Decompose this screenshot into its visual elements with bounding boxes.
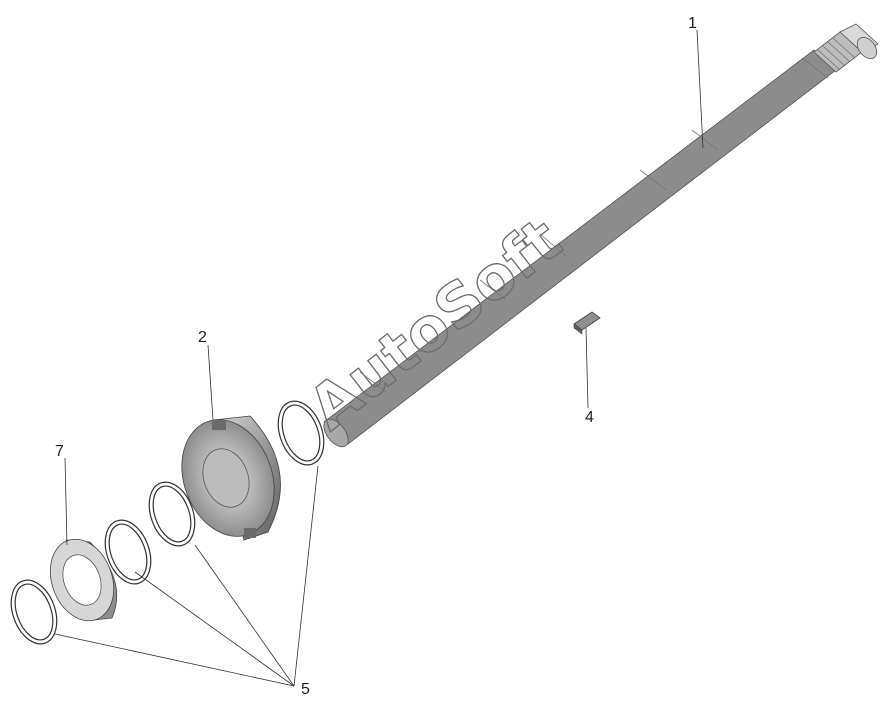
snap-ring-4: [277, 400, 325, 466]
callout-2: 2: [198, 329, 207, 346]
key: [573, 311, 601, 335]
snap-ring-1: [10, 579, 58, 645]
leader-lines: [54, 29, 704, 687]
callout-1: 1: [688, 15, 697, 32]
gear-hub: [181, 415, 281, 541]
snap-ring-3: [148, 481, 196, 547]
callout-4: 4: [585, 409, 594, 426]
watermark-text: AutoSoft: [296, 205, 574, 444]
callout-7: 7: [55, 443, 64, 460]
shaft: [323, 23, 879, 448]
snap-ring-2: [104, 519, 152, 585]
callout-5: 5: [301, 681, 310, 698]
washer: [49, 538, 118, 622]
